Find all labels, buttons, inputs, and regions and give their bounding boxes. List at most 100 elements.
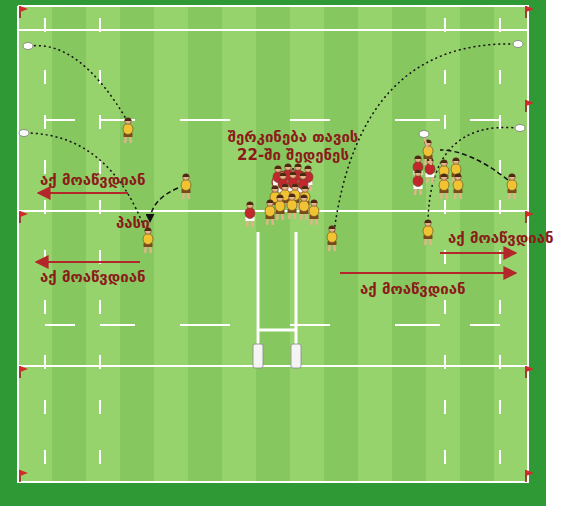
- hair: [272, 186, 279, 189]
- yellow-player: [265, 200, 275, 225]
- direction-arrow: [440, 252, 516, 254]
- pitch-line: [99, 400, 101, 414]
- target-label: აქ მოაწვდიან: [360, 280, 466, 298]
- hair: [282, 184, 289, 187]
- pitch-line: [44, 450, 46, 464]
- yellow-player: [275, 195, 285, 220]
- flag: [526, 470, 534, 482]
- hair: [125, 118, 132, 121]
- pitch-line: [290, 119, 330, 121]
- pitch-line: [470, 324, 500, 326]
- pitch-line: [499, 300, 501, 314]
- hair: [329, 226, 336, 229]
- pitch-line: [444, 355, 446, 369]
- head: [280, 173, 287, 180]
- hair: [415, 170, 422, 173]
- hair: [509, 174, 516, 177]
- red-player: [425, 158, 435, 183]
- head: [285, 164, 292, 171]
- crossbar: [258, 329, 296, 332]
- shirt: [245, 208, 255, 219]
- flag-cloth: [20, 6, 28, 12]
- head: [415, 170, 422, 177]
- hair: [301, 195, 308, 198]
- pitch-line: [44, 355, 46, 369]
- pitch-line: [18, 365, 528, 367]
- pitch-line: [499, 18, 501, 32]
- shirt: [327, 232, 337, 243]
- shirt: [453, 180, 463, 191]
- hair: [453, 158, 460, 161]
- yellow-player: [309, 200, 319, 225]
- pitch-line: [499, 115, 501, 129]
- head: [183, 174, 190, 181]
- pitch-line: [44, 400, 46, 414]
- head: [272, 186, 279, 193]
- hair: [441, 174, 448, 177]
- head: [301, 195, 308, 202]
- pitch-line: [100, 324, 135, 326]
- flag: [20, 6, 28, 18]
- ball: [515, 125, 525, 132]
- yellow-player: [423, 220, 433, 245]
- direction-arrow: [36, 261, 140, 263]
- shirt: [123, 124, 133, 135]
- shirt: [278, 179, 288, 190]
- kick-path: [30, 46, 128, 122]
- head: [275, 166, 282, 173]
- flag-cloth: [526, 366, 534, 372]
- upright: [257, 232, 260, 362]
- pitch-line: [444, 200, 446, 214]
- head: [425, 220, 432, 227]
- shirt: [439, 166, 449, 177]
- pitch-line: [444, 450, 446, 464]
- hair: [441, 160, 448, 163]
- pitch-line: [499, 400, 501, 414]
- pitch-line: [395, 324, 440, 326]
- throw-path: [440, 150, 508, 180]
- yellow-player: [507, 174, 517, 199]
- shirt: [181, 180, 191, 191]
- pitch-line: [44, 300, 46, 314]
- ball: [19, 130, 29, 137]
- hair: [280, 173, 287, 176]
- yellow-player: [300, 186, 310, 211]
- flag: [20, 211, 28, 223]
- flag-cloth: [20, 470, 28, 476]
- stripe: [324, 6, 358, 482]
- hair: [267, 200, 274, 203]
- pitch-line: [444, 115, 446, 129]
- shirt: [288, 178, 298, 189]
- pitch-line: [470, 119, 500, 121]
- head: [247, 202, 254, 209]
- pitch-line: [99, 355, 101, 369]
- head: [329, 226, 336, 233]
- red-player: [413, 170, 423, 195]
- yellow-player: [451, 158, 461, 183]
- shirt: [451, 164, 461, 175]
- head: [509, 174, 516, 181]
- hair: [302, 186, 309, 189]
- head: [282, 184, 289, 191]
- target-label: აქ მოაწვდიან: [40, 268, 146, 286]
- pitch-line: [99, 450, 101, 464]
- pitch-line: [395, 119, 440, 121]
- pitch-line: [45, 324, 75, 326]
- shirt: [287, 200, 297, 211]
- shirt: [309, 206, 319, 217]
- flag-cloth: [20, 366, 28, 372]
- flag-cloth: [526, 470, 534, 476]
- flag-cloth: [526, 211, 534, 217]
- pitch-line: [499, 200, 501, 214]
- pitch-line: [499, 450, 501, 464]
- pitch-line: [444, 18, 446, 32]
- yellow-player: [327, 226, 337, 251]
- head: [453, 158, 460, 165]
- head: [305, 166, 312, 173]
- target-label: აქ მოაწვდიან: [40, 171, 146, 189]
- hair: [415, 156, 422, 159]
- post-pad: [291, 344, 301, 368]
- pitch-line: [99, 200, 101, 214]
- head: [125, 118, 132, 125]
